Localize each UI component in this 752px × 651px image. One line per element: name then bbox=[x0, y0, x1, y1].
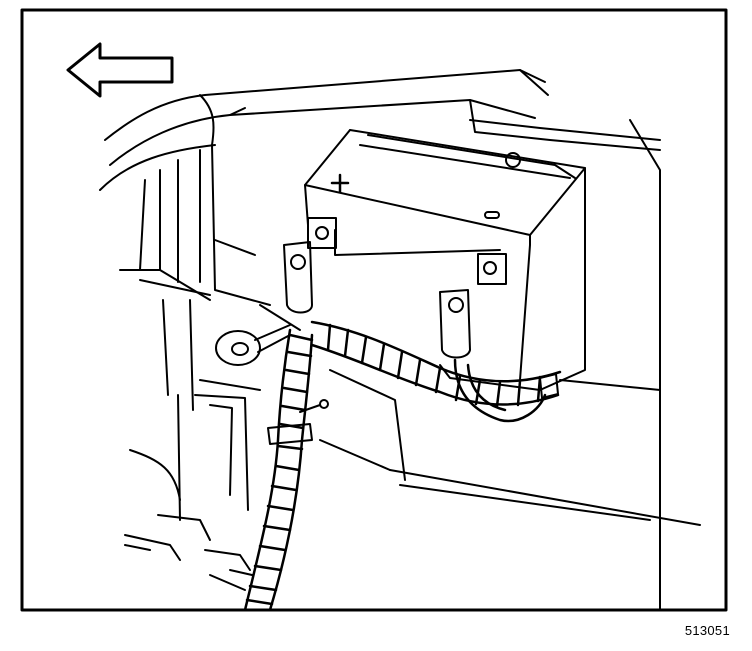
ground-connector bbox=[539, 373, 559, 399]
figure-id-label: 513051 bbox=[684, 623, 730, 638]
body-panel-lines bbox=[99, 69, 701, 611]
left-arrow-icon bbox=[66, 42, 174, 98]
figure-frame bbox=[20, 8, 728, 612]
cable-clip bbox=[267, 423, 313, 445]
battery-vent-cap bbox=[505, 152, 521, 168]
battery-terminal-posts bbox=[307, 217, 507, 285]
minus-icon bbox=[484, 211, 500, 219]
positive-cable-clamp bbox=[283, 241, 313, 314]
battery bbox=[304, 129, 586, 391]
plus-icon bbox=[330, 173, 350, 194]
main-cable-harness bbox=[243, 328, 314, 612]
negative-cable-clamp bbox=[439, 289, 471, 359]
grommet bbox=[215, 324, 291, 366]
branch-cable-harness bbox=[310, 320, 562, 423]
